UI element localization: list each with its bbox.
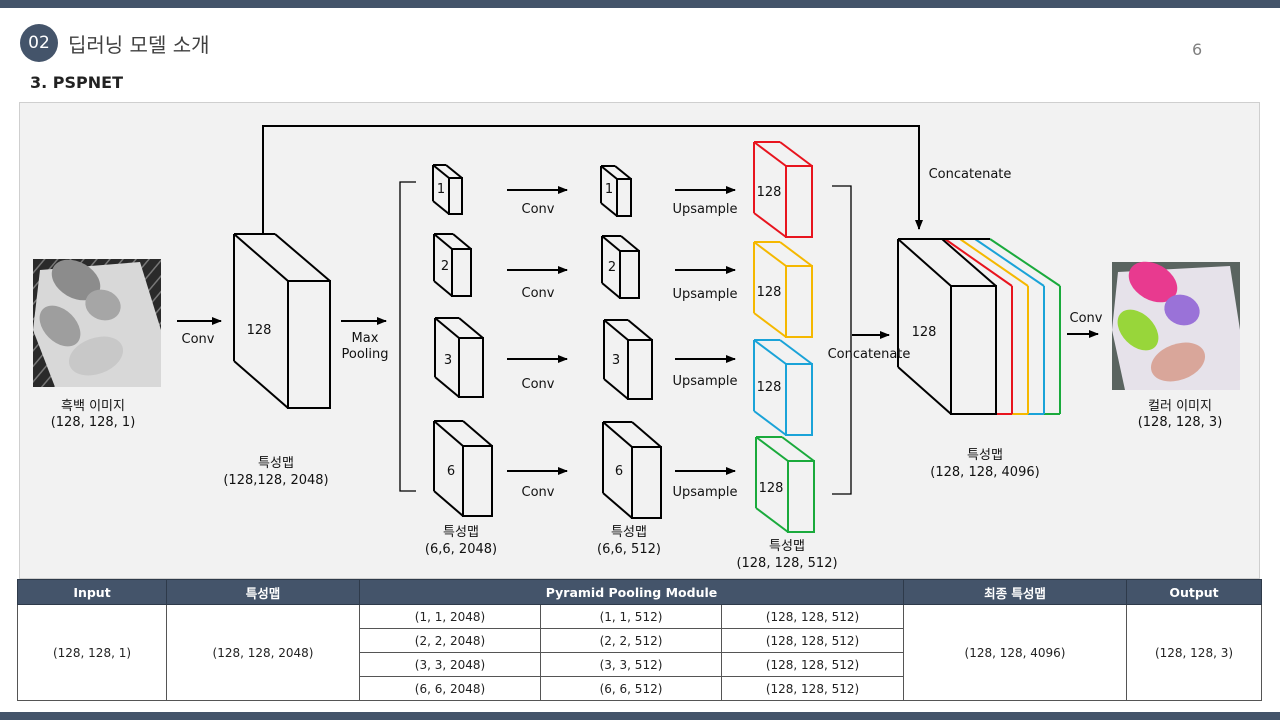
cell-ppm: (1, 1, 2048)	[359, 604, 541, 629]
cell-ppm: (6, 6, 512)	[540, 676, 722, 701]
top-accent-bar	[0, 0, 1280, 8]
section-title: 딥러닝 모델 소개	[68, 33, 210, 57]
conv-caption-line2: (6,6, 512)	[597, 542, 661, 557]
conv-label-r2: Conv	[522, 286, 555, 301]
final-caption-line1: 특성맵	[967, 448, 1003, 463]
conv-size-1: 1	[605, 182, 613, 197]
cell-ppm: (2, 2, 2048)	[359, 628, 541, 653]
up-caption-line2: (128, 128, 512)	[736, 556, 837, 571]
conv-label-1: Conv	[182, 332, 215, 347]
table-header-row: Input 특성맵 Pyramid Pooling Module 최종 특성맵 …	[17, 579, 1262, 605]
conv-label-r4: Conv	[522, 485, 555, 500]
up-depth-red: 128	[757, 185, 782, 200]
cell-ppm: (128, 128, 512)	[721, 628, 904, 653]
cell-output: (128, 128, 3)	[1126, 604, 1262, 701]
up-depth-yellow: 128	[757, 285, 782, 300]
final-feature-map	[897, 238, 1061, 415]
input-caption-line1: 흑백 이미지	[61, 399, 125, 414]
upsample-yellow-block	[753, 241, 813, 338]
final-depth-label: 128	[912, 325, 937, 340]
cell-ppm: (2, 2, 512)	[540, 628, 722, 653]
feature-caption-line1: 특성맵	[258, 456, 294, 471]
skip-connection-arrow	[262, 125, 923, 235]
header-feature-map: 특성맵	[166, 579, 360, 605]
feature-map-block	[233, 233, 331, 409]
cell-final: (128, 128, 4096)	[903, 604, 1127, 701]
cell-ppm: (3, 3, 512)	[540, 652, 722, 677]
pool-size-1: 1	[437, 182, 445, 197]
pool-caption-line2: (6,6, 2048)	[425, 542, 497, 557]
feature-caption-line2: (128,128, 2048)	[223, 473, 328, 488]
up-depth-blue: 128	[757, 380, 782, 395]
brackets	[399, 181, 852, 495]
upsample-label-r1: Upsample	[672, 202, 737, 217]
upsample-blue-block	[753, 339, 813, 436]
cell-ppm: (6, 6, 2048)	[359, 676, 541, 701]
up-caption-line1: 특성맵	[769, 539, 805, 554]
table-row: (6, 6, 2048) (6, 6, 512) (128, 128, 512)	[18, 676, 1262, 701]
section-number-badge: 02	[20, 24, 58, 62]
cell-feature: (128, 128, 2048)	[166, 604, 360, 701]
header-output: Output	[1126, 579, 1262, 605]
pool-size-2: 2	[441, 259, 449, 274]
cell-input: (128, 128, 1)	[17, 604, 167, 701]
pool-size-6: 6	[447, 464, 455, 479]
cell-ppm: (1, 1, 512)	[540, 604, 722, 629]
conv-label-final: Conv	[1070, 311, 1103, 326]
dimension-table: Input 특성맵 Pyramid Pooling Module 최종 특성맵 …	[17, 579, 1262, 701]
bottom-accent-bar	[0, 712, 1280, 720]
up-depth-green: 128	[759, 481, 784, 496]
feature-depth-label: 128	[247, 323, 272, 338]
final-caption-line2: (128, 128, 4096)	[930, 465, 1039, 480]
cell-ppm: (128, 128, 512)	[721, 652, 904, 677]
input-caption-line2: (128, 128, 1)	[51, 415, 136, 430]
upsample-red-block	[753, 141, 813, 238]
pool-caption-line1: 특성맵	[443, 525, 479, 540]
upsample-label-r4: Upsample	[672, 485, 737, 500]
max-pooling-line1: Max	[352, 331, 379, 346]
cell-ppm: (3, 3, 2048)	[359, 652, 541, 677]
output-caption-line2: (128, 128, 3)	[1138, 415, 1223, 430]
upsample-green-block	[755, 436, 815, 533]
conv-size-3: 3	[612, 353, 620, 368]
slide-subtitle: 3. PSPNET	[30, 73, 123, 92]
conv-label-r1: Conv	[522, 202, 555, 217]
input-image	[33, 259, 161, 387]
conv-blocks	[600, 165, 662, 519]
conv-size-2: 2	[608, 260, 616, 275]
conv-size-6: 6	[615, 464, 623, 479]
header-final-feature-map: 최종 특성맵	[903, 579, 1127, 605]
concatenate-label-top: Concatenate	[929, 167, 1012, 182]
table-row: (3, 3, 2048) (3, 3, 512) (128, 128, 512)	[18, 652, 1262, 677]
table-row: (2, 2, 2048) (2, 2, 512) (128, 128, 512)	[18, 628, 1262, 653]
pool-size-3: 3	[444, 353, 452, 368]
page-number: 6	[1192, 40, 1203, 59]
output-caption-line1: 컬러 이미지	[1148, 399, 1212, 414]
cell-ppm: (128, 128, 512)	[721, 604, 904, 629]
flow-arrows	[177, 186, 1099, 475]
header-pyramid-pooling: Pyramid Pooling Module	[359, 579, 904, 605]
table-row: (128, 128, 1) (128, 128, 2048) (1, 1, 20…	[17, 604, 1262, 701]
upsample-label-r2: Upsample	[672, 287, 737, 302]
conv-caption-line1: 특성맵	[611, 525, 647, 540]
concatenate-label-left: Concatenate	[828, 347, 911, 362]
output-image	[1112, 261, 1240, 390]
header-input: Input	[17, 579, 167, 605]
max-pooling-line2: Pooling	[342, 347, 389, 362]
pooled-blocks	[432, 164, 493, 517]
upsample-label-r3: Upsample	[672, 374, 737, 389]
cell-ppm: (128, 128, 512)	[721, 676, 904, 701]
conv-label-r3: Conv	[522, 377, 555, 392]
upsampled-blocks	[753, 141, 815, 533]
